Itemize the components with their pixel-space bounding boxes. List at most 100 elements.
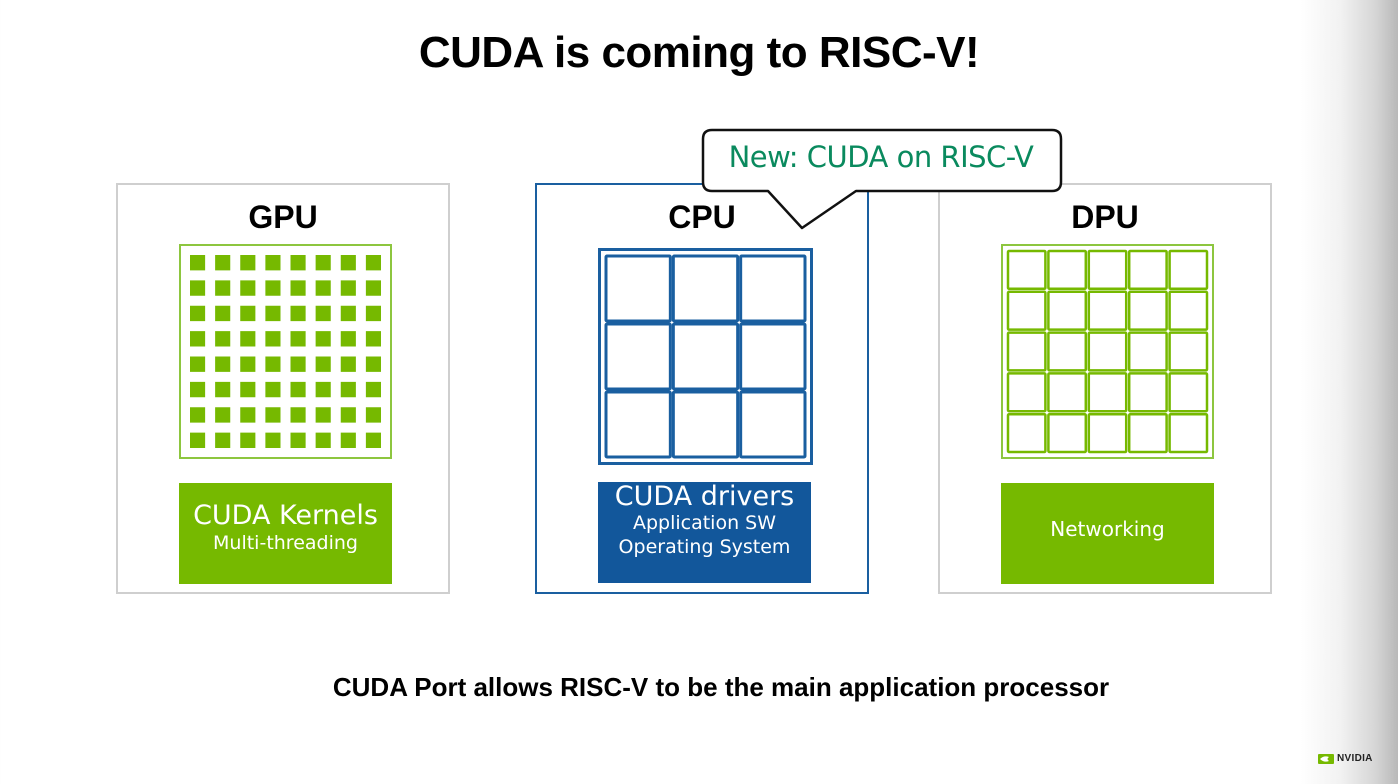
- dpu-core-cell: [1127, 290, 1168, 331]
- gpu-core-grid-svg: [190, 255, 381, 448]
- gpu-core-cell: [315, 280, 331, 296]
- gpu-core-cell: [215, 381, 231, 398]
- gpu-core-cell: [365, 407, 381, 423]
- dpu-core-cell: [1087, 331, 1128, 372]
- dpu-core-grid: [1001, 244, 1214, 459]
- nvidia-logo: NVIDIA: [1318, 753, 1373, 764]
- gpu-core-cell: [215, 305, 231, 322]
- gpu-core-cell: [265, 407, 281, 423]
- gpu-core-cell: [190, 381, 206, 398]
- callout-bubble: New: CUDA on RISC-V: [700, 128, 1064, 230]
- gpu-core-cell: [365, 356, 381, 372]
- gpu-core-cell: [240, 381, 256, 398]
- cpu-core-cell: [739, 322, 807, 391]
- gpu-core-cell: [215, 280, 231, 296]
- gpu-core-cell: [340, 407, 356, 423]
- gpu-core-cell: [365, 255, 381, 271]
- gpu-core-cell: [315, 407, 331, 423]
- dpu-software-line: Networking: [1050, 517, 1165, 541]
- gpu-core-cell: [340, 381, 356, 398]
- dpu-core-cell: [1047, 412, 1088, 454]
- gpu-core-cell: [340, 280, 356, 296]
- dpu-core-cell: [1168, 412, 1209, 454]
- nvidia-eye-icon: [1318, 753, 1334, 764]
- dpu-core-cell: [1168, 331, 1209, 372]
- gpu-core-cell: [240, 305, 256, 322]
- dpu-core-cell: [1006, 331, 1047, 372]
- gpu-core-cell: [315, 331, 331, 347]
- dpu-core-cell: [1087, 249, 1128, 291]
- cpu-core-cell: [604, 322, 672, 391]
- dpu-core-cell: [1127, 249, 1168, 291]
- cpu-core-grid-svg: [604, 254, 807, 459]
- gpu-core-cell: [215, 331, 231, 347]
- gpu-core-cell: [315, 356, 331, 372]
- gpu-core-cell: [265, 255, 281, 271]
- gpu-core-cell: [215, 432, 231, 448]
- dpu-core-cell: [1047, 372, 1088, 413]
- gpu-core-cell: [215, 255, 231, 271]
- gpu-software-main: CUDA Kernels: [193, 500, 378, 531]
- gpu-core-cell: [290, 331, 306, 347]
- dpu-core-cell: [1127, 412, 1168, 454]
- gpu-core-cell: [340, 432, 356, 448]
- gpu-core-cell: [240, 356, 256, 372]
- cpu-panel: CPU CUDA drivers Application SW Operatin…: [535, 183, 869, 594]
- cpu-software-line: Operating System: [618, 536, 791, 558]
- gpu-core-cell: [365, 432, 381, 448]
- gpu-core-cell: [290, 381, 306, 398]
- gpu-label: GPU: [248, 199, 318, 235]
- cpu-core-cell: [671, 322, 740, 391]
- gpu-core-cell: [265, 305, 281, 322]
- gpu-core-cell: [190, 407, 206, 423]
- gpu-core-cell: [240, 432, 256, 448]
- gpu-core-cell: [290, 432, 306, 448]
- dpu-core-cell: [1006, 412, 1047, 454]
- gpu-core-cell: [190, 305, 206, 322]
- dpu-core-cell: [1047, 331, 1088, 372]
- gpu-core-cell: [365, 331, 381, 347]
- cpu-core-cell: [604, 390, 672, 459]
- gpu-core-grid: [179, 244, 392, 459]
- gpu-core-cell: [340, 255, 356, 271]
- dpu-core-cell: [1168, 249, 1209, 291]
- dpu-core-cell: [1006, 249, 1047, 291]
- cpu-core-cell: [671, 254, 740, 323]
- dpu-core-cell: [1087, 412, 1128, 454]
- gpu-core-cell: [290, 255, 306, 271]
- dpu-core-cell: [1006, 372, 1047, 413]
- gpu-core-cell: [190, 432, 206, 448]
- dpu-core-cell: [1087, 290, 1128, 331]
- cpu-core-cell: [671, 390, 740, 459]
- gpu-core-cell: [365, 381, 381, 398]
- slide-footer: CUDA Port allows RISC-V to be the main a…: [332, 672, 1110, 702]
- nvidia-logo-text: NVIDIA: [1337, 753, 1373, 764]
- gpu-core-cell: [265, 432, 281, 448]
- gpu-software-line: Multi-threading: [213, 532, 358, 554]
- dpu-panel: DPU Networking: [938, 183, 1272, 594]
- cpu-software-box: CUDA drivers Application SW Operating Sy…: [598, 482, 811, 583]
- dpu-core-cell: [1087, 372, 1128, 413]
- cpu-label: CPU: [668, 199, 736, 235]
- gpu-core-cell: [290, 356, 306, 372]
- gpu-core-cell: [215, 356, 231, 372]
- dpu-label: DPU: [1071, 199, 1139, 235]
- dpu-software-box: Networking: [1001, 483, 1214, 584]
- gpu-panel: GPU CUDA Kernels Multi-threading: [116, 183, 450, 594]
- gpu-core-cell: [215, 407, 231, 423]
- dpu-core-cell: [1127, 331, 1168, 372]
- gpu-core-cell: [340, 331, 356, 347]
- dpu-core-cell: [1168, 290, 1209, 331]
- gpu-core-cell: [290, 305, 306, 322]
- gpu-core-cell: [240, 331, 256, 347]
- gpu-core-cell: [315, 305, 331, 322]
- gpu-core-cell: [315, 381, 331, 398]
- dpu-core-cell: [1127, 372, 1168, 413]
- gpu-core-cell: [365, 280, 381, 296]
- gpu-core-cell: [290, 407, 306, 423]
- gpu-core-cell: [315, 432, 331, 448]
- gpu-core-cell: [190, 280, 206, 296]
- gpu-core-cell: [265, 331, 281, 347]
- gpu-software-box: CUDA Kernels Multi-threading: [179, 483, 392, 584]
- cpu-core-cell: [739, 390, 807, 459]
